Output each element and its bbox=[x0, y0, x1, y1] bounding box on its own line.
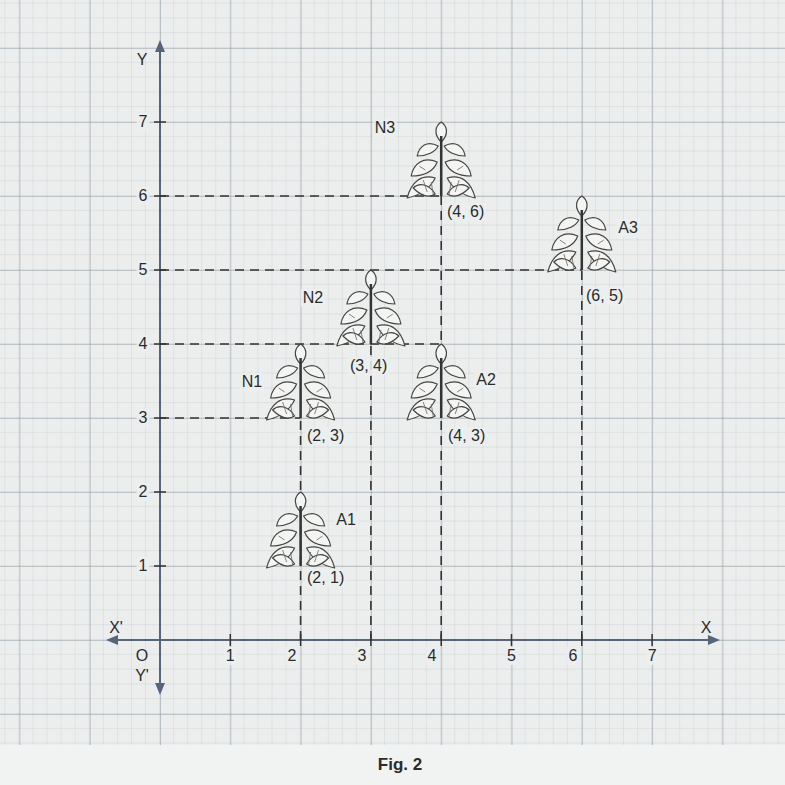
point-coordinates: (6, 5) bbox=[584, 287, 625, 305]
point-name: A2 bbox=[474, 371, 498, 389]
axis-name: X bbox=[699, 619, 714, 637]
point-coordinates: (2, 3) bbox=[305, 427, 346, 445]
tick-marks bbox=[154, 122, 652, 646]
axis-number: 2 bbox=[137, 483, 150, 501]
axis-number: 1 bbox=[224, 647, 237, 665]
axis-number: 3 bbox=[137, 409, 150, 427]
point-name: N1 bbox=[240, 373, 264, 391]
axis-number: 5 bbox=[505, 647, 518, 665]
axis-number: 7 bbox=[646, 647, 659, 665]
axis-name: X' bbox=[107, 619, 125, 637]
axis-number: 5 bbox=[137, 261, 150, 279]
axis-number: 1 bbox=[137, 557, 150, 575]
point-name: A1 bbox=[334, 511, 358, 529]
axis-number: 7 bbox=[137, 113, 150, 131]
axis-name: Y' bbox=[133, 667, 151, 685]
axis-number: 6 bbox=[567, 647, 580, 665]
axis-number: 2 bbox=[286, 647, 299, 665]
point-coordinates: (3, 4) bbox=[348, 357, 389, 375]
axis-number: 4 bbox=[137, 335, 150, 353]
origin-label: O bbox=[134, 647, 150, 665]
figure-caption: Fig. 2 bbox=[376, 755, 424, 774]
axis-number: 6 bbox=[137, 187, 150, 205]
point-coordinates: (4, 3) bbox=[446, 427, 487, 445]
axis-name: Y bbox=[135, 51, 150, 69]
axes bbox=[106, 40, 720, 695]
point-name: N3 bbox=[373, 119, 397, 137]
axis-number: 3 bbox=[356, 647, 369, 665]
guide-lines bbox=[160, 196, 582, 640]
axis-number: 4 bbox=[426, 647, 439, 665]
point-name: N2 bbox=[301, 289, 325, 307]
point-coordinates: (4, 6) bbox=[445, 203, 486, 221]
point-coordinates: (2, 1) bbox=[305, 569, 346, 587]
point-name: A3 bbox=[616, 219, 640, 237]
